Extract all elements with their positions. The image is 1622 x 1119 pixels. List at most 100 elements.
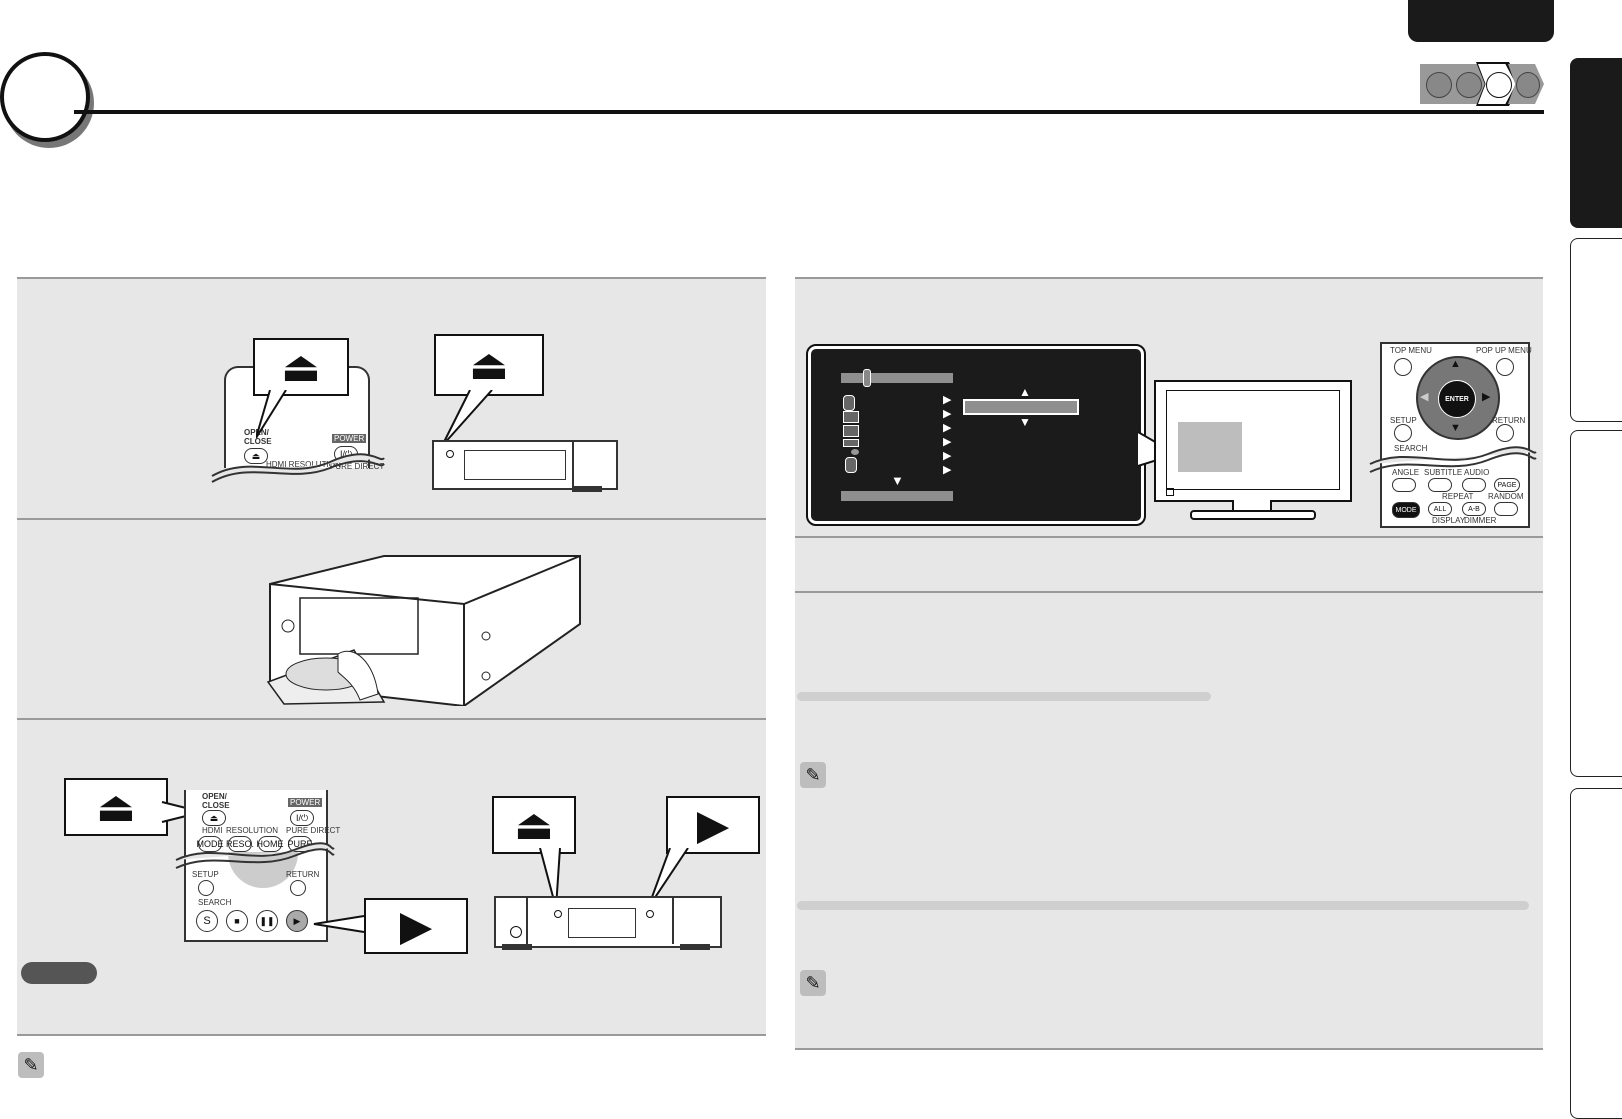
row-arrow-icon[interactable]: ▶: [943, 422, 952, 434]
tv-screen-window: [1178, 422, 1242, 472]
power-label: POWER: [332, 434, 367, 443]
side-tab-4[interactable]: [1570, 788, 1622, 1119]
callout-play: ▶: [364, 898, 468, 954]
repeat-all-button[interactable]: ALL: [1428, 502, 1452, 516]
subtitle-button[interactable]: [1428, 478, 1452, 492]
open-close-label: OPEN/ CLOSE: [202, 792, 230, 810]
open-close-label: OPEN/ CLOSE: [244, 428, 272, 446]
dimmer-label: DIMMER: [1464, 516, 1497, 525]
reso-button[interactable]: RESO.: [226, 836, 254, 852]
return-label: RETURN: [286, 870, 320, 879]
step-panel-1: [17, 278, 766, 518]
tv-base: [1190, 510, 1316, 520]
side-tab-2[interactable]: [1570, 238, 1622, 422]
break-wave: [211, 453, 385, 483]
angle-button[interactable]: [1392, 478, 1416, 492]
row-arrow-icon[interactable]: ▶: [943, 394, 952, 406]
return-button[interactable]: [1496, 424, 1514, 442]
hdmi-label: HDMI: [202, 826, 223, 835]
return-label: RETURN: [1492, 416, 1526, 425]
menu-footer-bar: [841, 491, 953, 501]
search-button[interactable]: S: [196, 910, 218, 932]
mode-button[interactable]: MODE: [1392, 502, 1420, 518]
top-menu-button[interactable]: [1394, 358, 1412, 376]
row-arrow-icon[interactable]: ▶: [943, 450, 952, 462]
open-close-button[interactable]: ⏏: [202, 810, 226, 826]
step-panel-right-bottom: [795, 593, 1543, 1048]
step-navigation: [1420, 60, 1544, 108]
search-label: SEARCH: [198, 898, 232, 907]
enter-button[interactable]: ENTER: [1438, 380, 1476, 418]
setup-label: SETUP: [1390, 416, 1417, 425]
row-arrow-icon[interactable]: ▶: [943, 436, 952, 448]
selected-value-box[interactable]: [963, 399, 1079, 415]
section-number-badge: [0, 52, 90, 142]
repeat-ab-button[interactable]: A-B: [1462, 502, 1486, 516]
callout-player-play: ▶: [666, 796, 760, 854]
side-tab-1[interactable]: [1570, 58, 1622, 228]
side-tab-3[interactable]: [1570, 430, 1622, 777]
divider: [795, 277, 1543, 279]
cursor-right-icon[interactable]: ▶: [1482, 391, 1491, 403]
display-label: DISPLAY: [1432, 516, 1466, 525]
setup-button[interactable]: [198, 880, 214, 896]
resolution-label: RESOLUTION: [226, 826, 279, 835]
divider: [795, 1048, 1543, 1050]
random-label: RANDOM: [1488, 492, 1524, 501]
step-panel-3: [17, 720, 766, 1034]
value-down-icon[interactable]: ▼: [1019, 415, 1031, 429]
menu-icon-1: [843, 395, 855, 411]
menu-icon-5: [851, 449, 859, 455]
callout-eject-remote: ⏏: [253, 338, 349, 396]
cd-player-front-illustration: [494, 896, 722, 948]
divider: [17, 277, 766, 279]
value-up-icon[interactable]: ▲: [1019, 385, 1031, 399]
scroll-down-icon[interactable]: ▼: [891, 473, 904, 488]
divider: [17, 518, 766, 520]
callout-eject: ⏏: [64, 778, 168, 836]
section-bar: [797, 692, 1211, 701]
pure-direct-label: PURE DIRECT: [286, 826, 341, 835]
row-arrow-icon[interactable]: ▶: [943, 464, 952, 476]
play-button[interactable]: ▶: [286, 910, 308, 932]
open-close-button[interactable]: ⏏: [244, 448, 268, 464]
setup-label: SETUP: [192, 870, 219, 879]
tv-illustration: [1154, 380, 1352, 502]
setup-button[interactable]: [1394, 424, 1412, 442]
divider: [795, 536, 1543, 538]
page-button[interactable]: PAGE: [1494, 478, 1520, 492]
hdmi-resolution-label: HDMI RESOLUTION: [266, 460, 341, 469]
remote-control-illustration: OPEN/ CLOSE ⏏ POWER I/⏻ HDMI RESOLUTION …: [184, 790, 340, 942]
home-button[interactable]: HOME: [257, 836, 284, 852]
power-label: POWER: [288, 798, 323, 807]
cursor-left-icon[interactable]: ◀: [1420, 391, 1429, 403]
menu-icon-6: [845, 457, 857, 473]
cursor-down-icon[interactable]: ▼: [1450, 422, 1461, 434]
mode-button[interactable]: MODE: [197, 836, 224, 852]
menu-list-box[interactable]: ▶ ▶ ▶ ▶ ▶ ▶: [841, 393, 953, 476]
break-wave: [175, 842, 335, 869]
menu-icon-4: [843, 439, 859, 447]
return-button[interactable]: [290, 880, 306, 896]
divider: [17, 1034, 766, 1036]
header-tab: [1408, 0, 1554, 42]
row-arrow-icon[interactable]: ▶: [943, 408, 952, 420]
power-button[interactable]: I/⏻: [290, 810, 314, 826]
pause-button[interactable]: ❚❚: [256, 910, 278, 932]
stop-button[interactable]: ■: [226, 910, 248, 932]
repeat-label: REPEAT: [1442, 492, 1474, 501]
audio-label: AUDIO: [1464, 468, 1490, 477]
break-wave: [1369, 446, 1537, 473]
callout-pointer: [256, 390, 287, 439]
popup-menu-button[interactable]: [1496, 358, 1514, 376]
top-menu-label: TOP MENU: [1390, 346, 1432, 355]
search-label: SEARCH: [1394, 444, 1428, 453]
note-pencil-icon: ✎: [18, 1052, 44, 1078]
subtitle-label: SUBTITLE: [1424, 468, 1463, 477]
cursor-up-icon[interactable]: ▲: [1450, 358, 1461, 370]
random-button[interactable]: [1494, 502, 1518, 516]
on-screen-menu: ▶ ▶ ▶ ▶ ▶ ▶ ▼ ▲ ▼: [806, 344, 1146, 526]
audio-button[interactable]: [1462, 478, 1486, 492]
menu-icon-3: [843, 425, 859, 437]
cd-player-tray-illustration: [264, 554, 582, 708]
